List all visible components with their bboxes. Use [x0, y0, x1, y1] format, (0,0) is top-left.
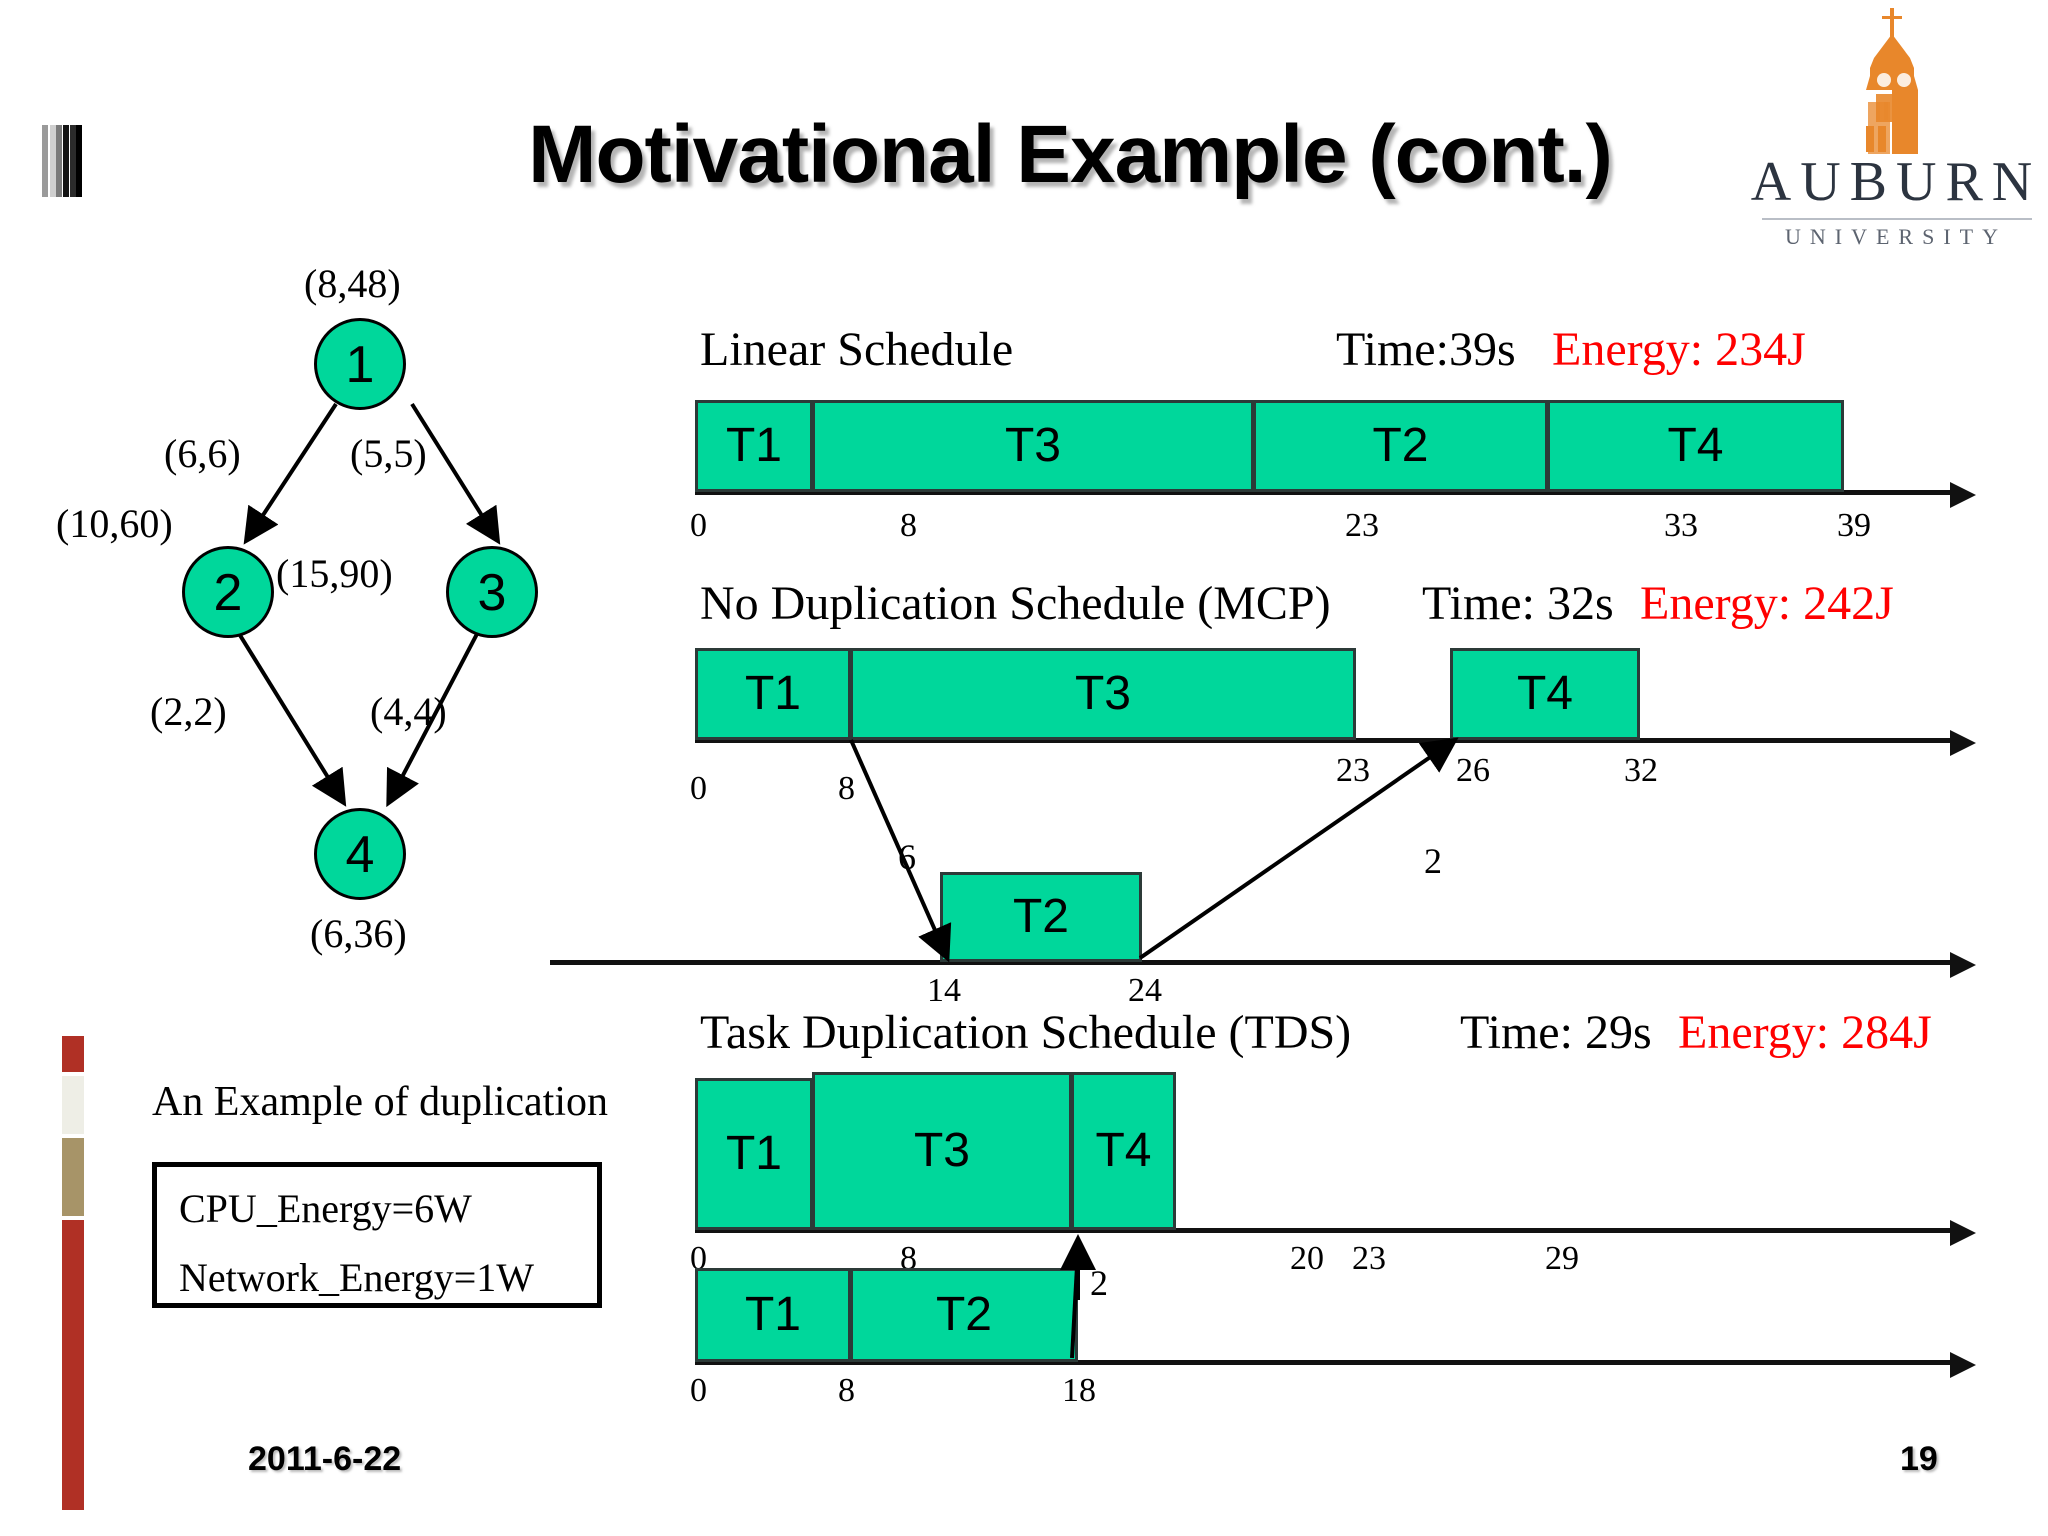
- schedule-mcp-energy: Energy: 242J: [1640, 577, 1894, 630]
- comm-cost-label: 2: [1424, 841, 1442, 881]
- axis-tick: 23: [1336, 752, 1370, 789]
- sidebar-strip-tan: [62, 1138, 84, 1216]
- schedule-linear-energy: Energy: 234J: [1552, 323, 1806, 376]
- edge-weight-3-4: (4,4): [370, 689, 447, 734]
- axis-tick: 14: [927, 972, 961, 1009]
- sidebar-strip-red-top: [62, 1036, 84, 1072]
- schedule-mcp-title: No Duplication Schedule (MCP): [700, 577, 1331, 630]
- schedule-mcp-time: Time: 32s: [1422, 577, 1614, 630]
- task-block[interactable]: T2: [940, 872, 1142, 962]
- title-marker-icon: [42, 125, 84, 197]
- task-block[interactable]: T4: [1450, 648, 1640, 740]
- axis-tick: 39: [1837, 507, 1871, 544]
- axis-tick: 8: [900, 507, 917, 544]
- energy-parameters-box: CPU_Energy=6W Network_Energy=1W: [152, 1162, 602, 1308]
- schedule-tds-axis-top: [695, 1228, 1957, 1233]
- task-block[interactable]: T4: [1547, 400, 1844, 492]
- schedule-tds-axis-top-arrow-icon: [1950, 1220, 1976, 1246]
- task-block[interactable]: T1: [695, 1078, 813, 1230]
- graph-node-4[interactable]: 4: [314, 808, 406, 900]
- task-graph-diagram: 1 2 3 4 (8,48) (10,60) (15,90) (6,36) (6…: [56, 261, 660, 1000]
- schedule-linear-axis: [695, 490, 1957, 495]
- edge-weight-2-4: (2,2): [150, 689, 227, 734]
- schedule-tds-axis-bottom-arrow-icon: [1950, 1352, 1976, 1378]
- logo-wordmark: AUBURN: [1750, 151, 2042, 213]
- axis-tick: 29: [1545, 1240, 1579, 1277]
- network-energy-label: Network_Energy=1W: [179, 1255, 535, 1300]
- edge-weight-1-3: (5,5): [350, 431, 427, 476]
- axis-tick: 20: [1290, 1240, 1324, 1277]
- axis-tick: 8: [838, 770, 855, 807]
- logo-subtitle: UNIVERSITY: [1785, 224, 2007, 249]
- task-block[interactable]: T3: [812, 1072, 1072, 1230]
- schedule-mcp-axis-bottom: [550, 960, 1957, 965]
- graph-node-1[interactable]: 1: [314, 318, 406, 410]
- axis-tick: 0: [690, 507, 707, 544]
- task-block[interactable]: T4: [1071, 1072, 1176, 1230]
- cpu-energy-label: CPU_Energy=6W: [179, 1186, 472, 1231]
- sidebar-strip-cream: [62, 1076, 84, 1134]
- schedule-tds-time: Time: 29s: [1460, 1006, 1652, 1059]
- task-block[interactable]: T3: [812, 400, 1254, 492]
- node-weight-1: (8,48): [304, 261, 401, 306]
- node-weight-3: (15,90): [276, 551, 393, 596]
- task-block[interactable]: T3: [850, 648, 1356, 740]
- schedule-linear-title: Linear Schedule: [700, 323, 1014, 376]
- diagram-caption: An Example of duplication: [151, 1079, 609, 1125]
- axis-tick: 33: [1664, 507, 1698, 544]
- axis-tick: 0: [690, 1372, 707, 1409]
- edge-weight-1-2: (6,6): [164, 431, 241, 476]
- node-weight-2: (10,60): [56, 501, 173, 546]
- axis-tick: 8: [838, 1372, 855, 1409]
- schedule-mcp-axis-top-arrow-icon: [1950, 730, 1976, 756]
- axis-tick: 0: [690, 770, 707, 807]
- clock-tower-icon: [1866, 8, 1918, 154]
- task-graph-edges: [236, 402, 501, 808]
- logo-divider: [1762, 218, 2032, 220]
- schedule-tds-energy: Energy: 284J: [1678, 1006, 1932, 1059]
- task-block[interactable]: T1: [695, 1268, 851, 1362]
- schedule-linear-time: Time:39s: [1336, 323, 1516, 376]
- sidebar-strip-red-bottom: [62, 1220, 84, 1510]
- axis-tick: 23: [1345, 507, 1379, 544]
- axis-tick: 23: [1352, 1240, 1386, 1277]
- page-title: Motivational Example (cont.): [528, 109, 1613, 200]
- task-block[interactable]: T2: [1253, 400, 1548, 492]
- node-weight-4: (6,36): [310, 911, 407, 956]
- axis-tick: 24: [1128, 972, 1162, 1009]
- axis-tick: 26: [1456, 752, 1490, 789]
- schedule-mcp-axis-bottom-arrow-icon: [1950, 952, 1976, 978]
- axis-tick: 32: [1624, 752, 1658, 789]
- graph-node-3[interactable]: 3: [446, 546, 538, 638]
- axis-tick: 8: [900, 1240, 917, 1277]
- axis-tick: 18: [1062, 1372, 1096, 1409]
- task-block[interactable]: T1: [695, 400, 813, 492]
- comm-cost-label: 6: [898, 837, 916, 877]
- task-block[interactable]: T1: [695, 648, 851, 740]
- auburn-logo: AUBURN UNIVERSITY: [1748, 6, 2044, 249]
- comm-cost-label: 2: [1090, 1263, 1108, 1303]
- footer-date: 2011-6-22: [248, 1440, 402, 1478]
- schedule-linear-axis-arrow-icon: [1950, 482, 1976, 508]
- task-block[interactable]: T2: [850, 1268, 1078, 1362]
- graph-node-2[interactable]: 2: [182, 546, 274, 638]
- footer-page-number: 19: [1900, 1440, 1938, 1478]
- axis-tick: 0: [690, 1240, 707, 1277]
- schedule-tds-title: Task Duplication Schedule (TDS): [700, 1006, 1352, 1059]
- schedule-tds-axis-bottom: [695, 1360, 1957, 1365]
